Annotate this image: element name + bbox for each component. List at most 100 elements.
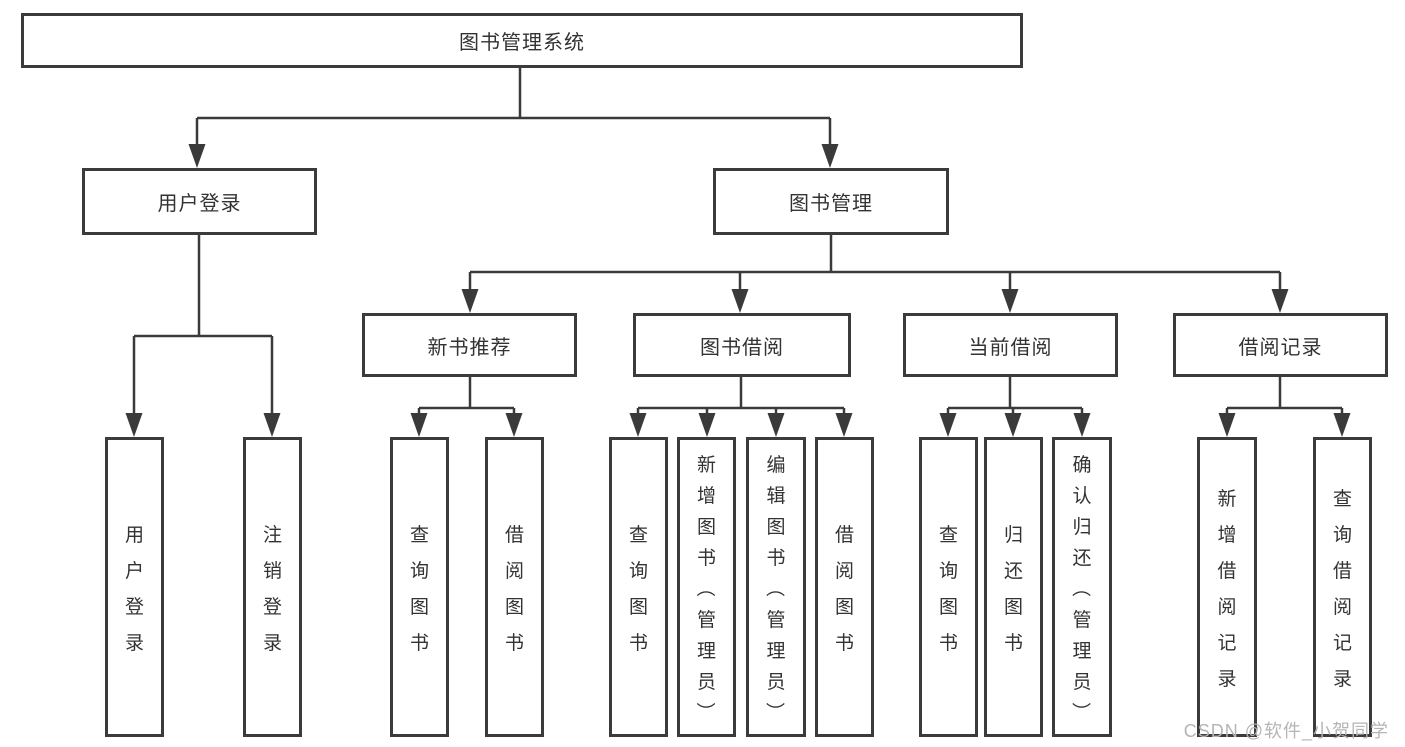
- node-library-management-system: 图书管理系统: [21, 13, 1023, 68]
- vertical-label-char: 员: [766, 671, 786, 693]
- node-label: 图书管理: [789, 193, 873, 215]
- vertical-label-char: 还: [1003, 560, 1023, 582]
- vertical-label-char: 销: [262, 560, 282, 582]
- vertical-label-char: 新: [696, 454, 716, 476]
- vertical-label-char: 员: [696, 671, 716, 693]
- leaf-add-borrow-record: 新增借阅记录: [1197, 437, 1257, 737]
- connector-book-management-children: [468, 235, 1282, 293]
- vertical-label-char: 管: [1072, 609, 1092, 631]
- node-label: 当前借阅: [968, 336, 1053, 359]
- node-current-borrowing: 当前借阅: [903, 313, 1118, 377]
- vertical-label-char: 记: [1332, 632, 1352, 654]
- vertical-label-char: 归: [1072, 516, 1092, 538]
- vertical-label-char: 归: [1003, 524, 1023, 546]
- vertical-label-char: 记: [1217, 632, 1237, 654]
- vertical-label-char: 管: [766, 609, 786, 631]
- arrow-nb-leaf-1: [410, 413, 428, 437]
- vertical-label-char: 理: [696, 640, 716, 662]
- connector-book-borrow-children: [636, 377, 846, 418]
- node-user-login: 用户登录: [82, 168, 317, 235]
- leaf-query-borrow-record: 查询借阅记录: [1313, 437, 1372, 737]
- vertical-label-char: 录: [1217, 668, 1237, 690]
- vertical-label-char: 书: [504, 632, 524, 654]
- arrow-cb-leaf-1: [939, 413, 957, 437]
- vertical-label-char: 书: [834, 632, 854, 654]
- connector-root-to-level2: [195, 68, 832, 148]
- vertical-label-char: （: [694, 577, 715, 597]
- arrow-cb-leaf-2: [1004, 413, 1022, 437]
- vertical-label-char: 书: [628, 632, 648, 654]
- vertical-label-char: 录: [262, 632, 282, 654]
- arrow-bb-leaf-3: [767, 413, 785, 437]
- node-book-management: 图书管理: [713, 168, 949, 235]
- arrow-bb-leaf-2: [698, 413, 716, 437]
- vertical-label-char: 管: [696, 609, 716, 631]
- vertical-label-char: ）: [763, 701, 785, 721]
- leaf-query-books-borrow: 查询图书: [609, 437, 668, 737]
- vertical-label-char: 询: [938, 560, 958, 582]
- vertical-label-char: 阅: [834, 560, 854, 582]
- arrow-bb-leaf-4: [835, 413, 853, 437]
- arrow-to-leaf-logout: [263, 413, 281, 437]
- vertical-label-char: 增: [1217, 524, 1237, 546]
- vertical-label-char: ）: [1069, 701, 1091, 721]
- vertical-label-char: 书: [766, 547, 786, 569]
- vertical-label-char: 户: [124, 560, 144, 582]
- vertical-label-char: 图: [1003, 596, 1023, 618]
- arrow-cb-leaf-3: [1073, 413, 1091, 437]
- connector-user-login-children: [132, 235, 274, 418]
- connector-borrow-record-children: [1225, 377, 1344, 418]
- leaf-logout: 注销登录: [243, 437, 302, 737]
- vertical-label-char: 编: [766, 454, 786, 476]
- vertical-label-char: 图: [409, 596, 429, 618]
- vertical-label-char: 借: [504, 524, 524, 546]
- vertical-label-char: 询: [1332, 524, 1352, 546]
- vertical-label-char: 图: [834, 596, 854, 618]
- vertical-label-char: （: [1069, 577, 1091, 597]
- vertical-label-char: 书: [938, 632, 958, 654]
- vertical-label-char: 询: [628, 560, 648, 582]
- leaf-edit-books-admin: 编辑图书（管理员）: [746, 437, 806, 737]
- vertical-label-char: 询: [409, 560, 429, 582]
- vertical-label-char: 借: [1332, 560, 1352, 582]
- leaf-add-books-admin: 新增图书 （ 管理员 ）: [677, 437, 736, 737]
- vertical-label-char: 增: [696, 485, 716, 507]
- vertical-label-char: 理: [1072, 640, 1092, 662]
- vertical-label-char: 图: [628, 596, 648, 618]
- vertical-label-char: 注: [262, 524, 282, 546]
- vertical-label-char: 借: [1217, 560, 1237, 582]
- leaf-confirm-return-admin: 确认归还（管理员）: [1052, 437, 1112, 737]
- vertical-label-char: 书: [409, 632, 429, 654]
- vertical-label-char: 书: [696, 547, 716, 569]
- arrow-bb-leaf-1: [629, 413, 647, 437]
- vertical-label-char: 图: [696, 516, 716, 538]
- vertical-label-char: 查: [409, 524, 429, 546]
- vertical-label-char: 登: [124, 596, 144, 618]
- vertical-label-char: ）: [694, 701, 715, 721]
- leaf-borrow-books: 借阅图书: [815, 437, 874, 737]
- vertical-label-char: 书: [1003, 632, 1023, 654]
- leaf-user-login: 用户登录: [105, 437, 164, 737]
- vertical-label-char: 查: [1332, 488, 1352, 510]
- vertical-label-char: 确: [1072, 454, 1092, 476]
- node-label: 用户登录: [157, 193, 242, 215]
- arrow-to-new-book-recommendation: [461, 289, 479, 313]
- arrow-to-leaf-user-login: [125, 413, 143, 437]
- arrow-to-current-borrowing: [1001, 289, 1019, 313]
- vertical-label-char: 查: [938, 524, 958, 546]
- vertical-label-char: 图: [504, 596, 524, 618]
- vertical-label-char: 认: [1072, 485, 1092, 507]
- connector-new-book-children: [417, 377, 516, 418]
- leaf-query-books-recommend: 查询图书: [390, 437, 449, 737]
- node-label: 图书借阅: [700, 336, 784, 359]
- vertical-label-char: （: [763, 577, 785, 597]
- node-label: 新书推荐: [427, 336, 512, 359]
- arrow-to-user-login: [188, 144, 206, 168]
- vertical-label-char: 理: [766, 640, 786, 662]
- node-label: 图书管理系统: [459, 32, 585, 54]
- watermark: CSDN @软件_小贺同学: [1183, 721, 1389, 741]
- node-label: 借阅记录: [1238, 336, 1323, 359]
- node-book-borrowing: 图书借阅: [633, 313, 851, 377]
- arrow-br-leaf-1: [1218, 413, 1236, 437]
